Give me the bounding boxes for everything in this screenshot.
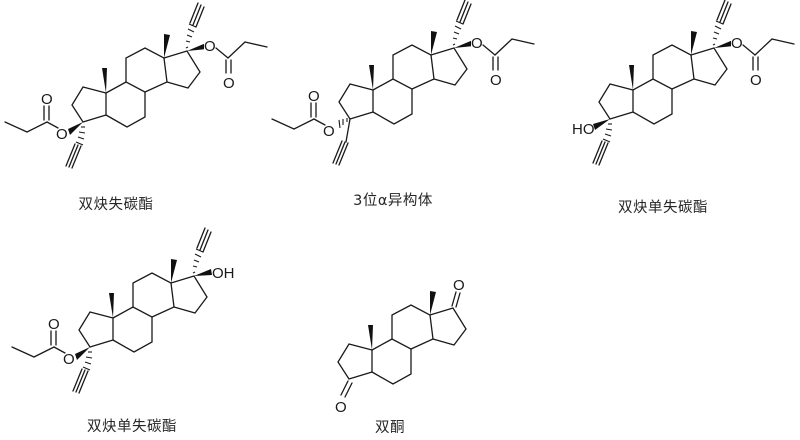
compound-4-structure	[11, 227, 236, 394]
compound-3-structure	[571, 0, 795, 166]
compound-5-structure	[334, 276, 467, 417]
compound-4-label: 双炔单失碳酯	[87, 419, 177, 435]
compound-2-structure	[271, 0, 535, 166]
compound-1-structure	[4, 2, 268, 169]
compound-2-label: 3位α异构体	[353, 193, 433, 209]
compound-1-label: 双炔失碳酯	[78, 197, 154, 213]
compound-5-label: 双酮	[375, 420, 405, 436]
compound-3-label: 双炔单失碳酯	[618, 200, 708, 216]
